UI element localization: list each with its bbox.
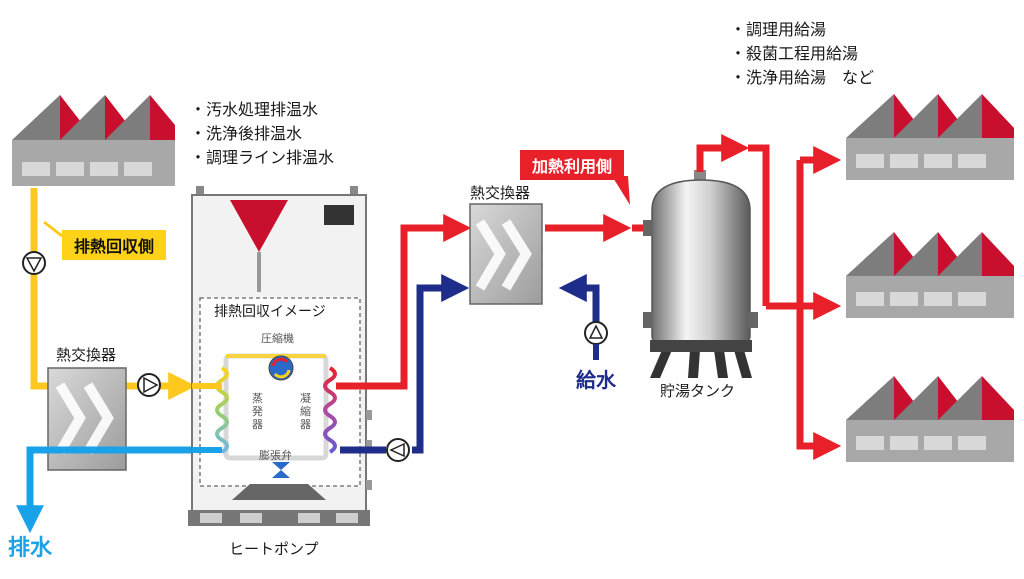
heat-exchanger-left-icon [47, 367, 127, 471]
source-item: ・洗浄後排温水 [190, 124, 303, 143]
compressor-label: 圧縮機 [261, 332, 294, 345]
condenser-label: 凝縮器 [300, 392, 311, 431]
destination-factory-icon [846, 376, 1014, 462]
heat-exchanger-right-icon [469, 203, 543, 305]
storage-tank-label: 貯湯タンク [660, 382, 736, 400]
heat-recovery-image-title: 排熱回収イメージ [210, 301, 330, 321]
source-factory-icon [12, 95, 175, 186]
destination-factory-icon [846, 94, 1014, 180]
pump-icon [137, 373, 161, 397]
use-list: ・調理用給湯・殺菌工程用給湯・洗浄用給湯 など [730, 18, 874, 90]
drain-line [15, 446, 200, 534]
source-item: ・汚水処理排温水 [190, 100, 319, 119]
heating-side-badge: 加熱利用側 [520, 150, 625, 180]
heat-pump-label: ヒートポンプ [229, 540, 319, 558]
storage-tank-icon [643, 170, 758, 378]
pump-icon [584, 321, 608, 345]
heat-exchanger-left-label: 熱交換器 [56, 346, 117, 364]
recovery-side-badge: 排熱回収側 [62, 230, 167, 260]
use-item: ・殺菌工程用給湯 [730, 44, 859, 63]
drain-label: 排水 [8, 536, 53, 561]
pump-icon [386, 438, 410, 462]
use-item: ・洗浄用給湯 など [730, 68, 875, 87]
source-list: ・汚水処理排温水・洗浄後排温水・調理ライン排温水 [190, 98, 334, 170]
use-item: ・調理用給湯 [730, 20, 827, 39]
badge-pointer [612, 176, 630, 205]
pump-icon [22, 251, 46, 275]
heat-exchanger-right-label: 熱交換器 [470, 184, 531, 202]
source-item: ・調理ライン排温水 [190, 148, 335, 167]
supply-water-line [340, 274, 600, 454]
evaporator-label: 蒸発器 [252, 392, 263, 431]
destination-factory-icon [846, 232, 1014, 318]
heat-pump-unit [188, 186, 372, 526]
water-supply-label: 給水 [576, 368, 616, 392]
distribution-line [696, 134, 842, 460]
expansion-valve-label: 膨張弁 [259, 449, 292, 462]
